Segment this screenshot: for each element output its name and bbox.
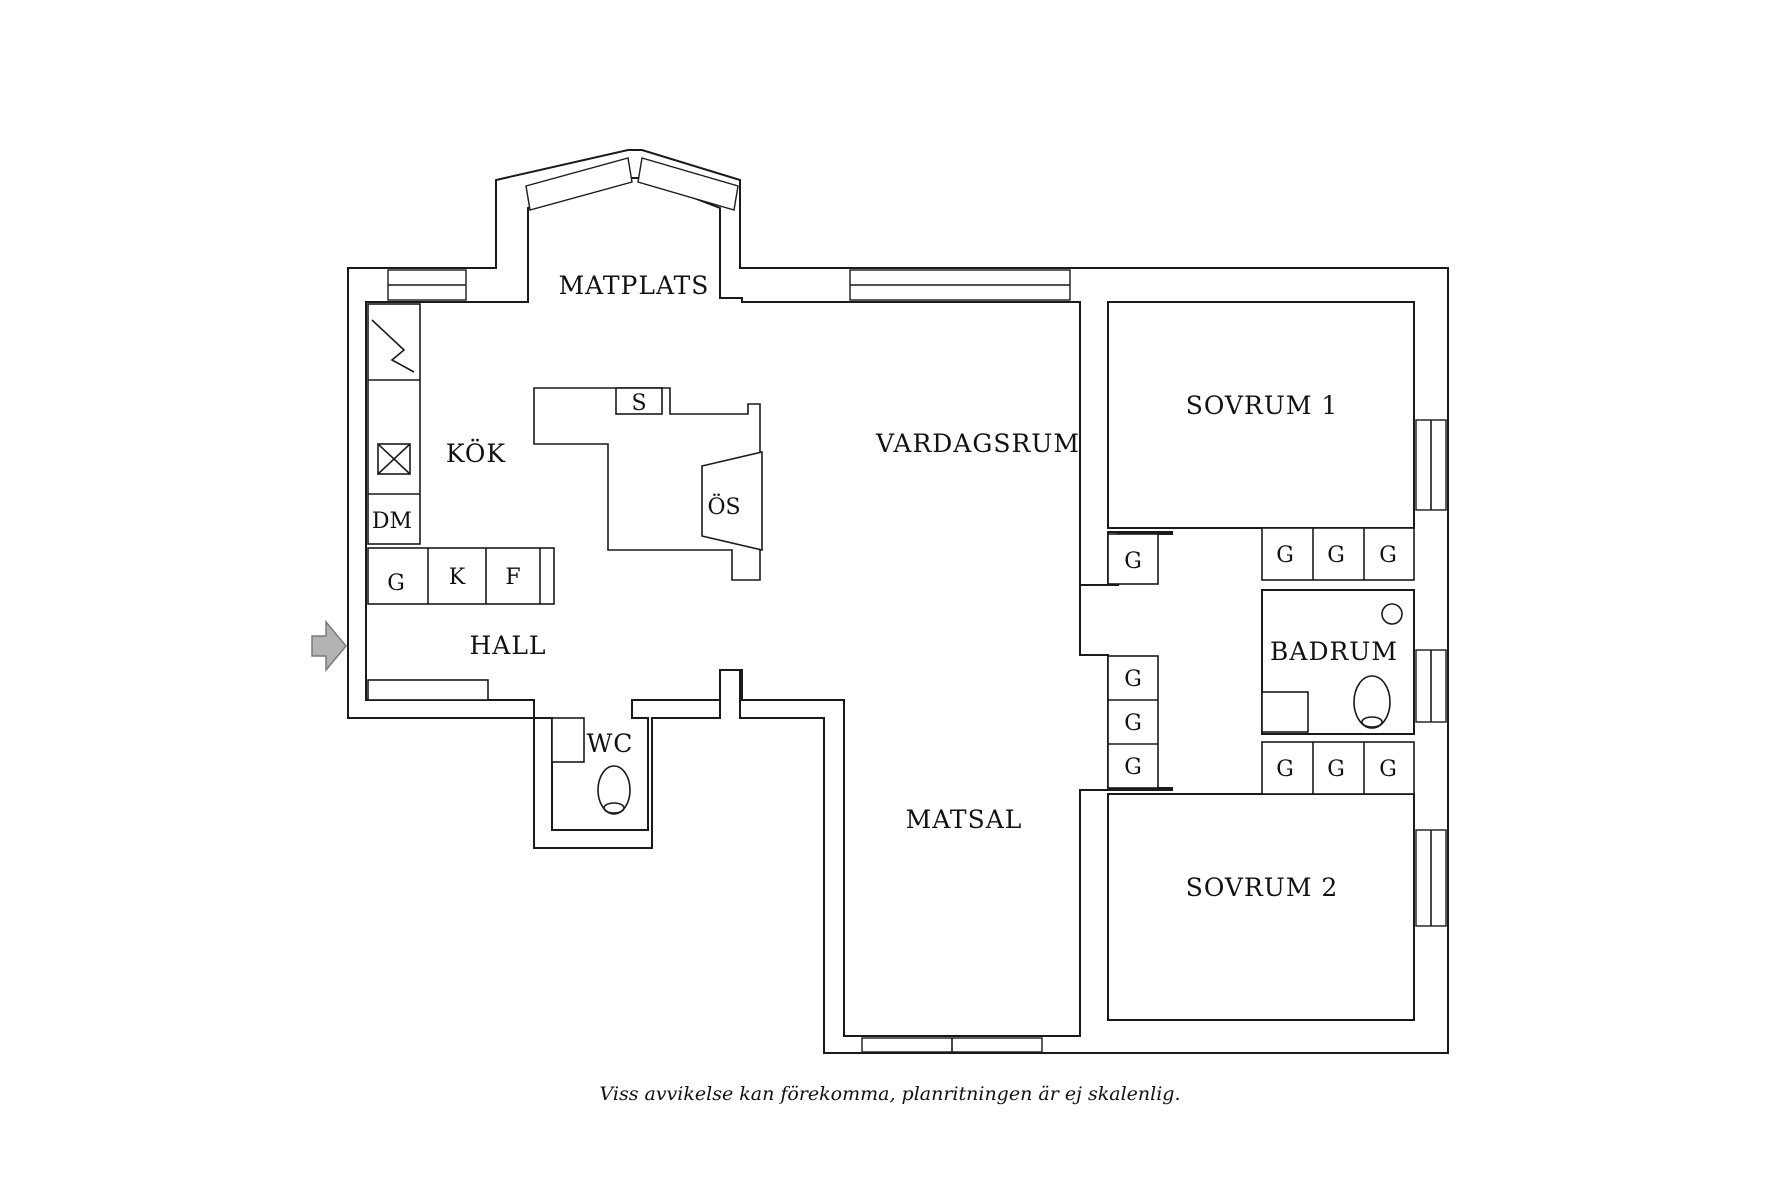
windows: [387, 157, 1447, 1053]
label-wc: WC: [587, 729, 634, 758]
label-g-col-c: G: [1124, 755, 1142, 780]
disclaimer-text: Viss avvikelse kan förekomma, planritnin…: [599, 1083, 1181, 1105]
badrum-fixtures: [1261, 603, 1403, 733]
closet-corridor-1: [1107, 533, 1159, 585]
room-labels: MATPLATS KÖK VARDAGSRUM SOVRUM 1 HALL BA…: [446, 271, 1398, 902]
label-dm: DM: [372, 509, 412, 534]
shower-icon: [1381, 603, 1403, 625]
sovrum1-room: [1107, 301, 1415, 529]
closet-row-1: [1261, 527, 1415, 581]
label-matsal: MATSAL: [906, 805, 1023, 834]
label-vardagsrum: VARDAGSRUM: [875, 429, 1080, 458]
wc-fixtures: [551, 717, 631, 815]
sovrum2-room: [1107, 793, 1415, 1021]
basin-icon: [551, 717, 585, 763]
label-os: ÖS: [707, 493, 740, 520]
label-g-row1-a: G: [1276, 543, 1294, 568]
label-g-row1-b: G: [1327, 543, 1345, 568]
stove-icon: [701, 450, 763, 552]
label-hall: HALL: [469, 631, 546, 660]
fixture-labels: S ÖS DM G K F G G G G G G G G G G: [372, 391, 1397, 782]
closet-row-2: [1261, 741, 1415, 795]
label-g-row2-a: G: [1276, 757, 1294, 782]
label-kok: KÖK: [446, 439, 507, 468]
label-g-hall: G: [387, 571, 405, 596]
basin-icon: [1261, 691, 1309, 733]
label-badrum: BADRUM: [1270, 637, 1398, 666]
label-g-col-b: G: [1124, 711, 1142, 736]
kitchen-counter-bottom: [367, 547, 555, 605]
label-s: S: [631, 391, 646, 416]
label-matplats: MATPLATS: [559, 271, 710, 300]
kitchen: [367, 303, 763, 605]
toilet-icon: [597, 765, 631, 815]
label-sovrum1: SOVRUM 1: [1186, 391, 1339, 420]
label-k: K: [449, 565, 466, 590]
entry-arrow-icon: [311, 619, 347, 673]
toilet-icon: [1353, 675, 1391, 729]
hall-shelf: [367, 679, 489, 701]
label-f: F: [505, 565, 520, 590]
label-g-row2-b: G: [1327, 757, 1345, 782]
label-sovrum2: SOVRUM 2: [1186, 873, 1339, 902]
label-g-col-a: G: [1124, 667, 1142, 692]
kitchen-counter-left: [367, 303, 421, 545]
label-g-row2-c: G: [1379, 757, 1397, 782]
s-box: [615, 387, 663, 415]
label-g-corridor-top: G: [1124, 549, 1142, 574]
closet-corridor-2: [1107, 655, 1159, 789]
label-g-row1-c: G: [1379, 543, 1397, 568]
